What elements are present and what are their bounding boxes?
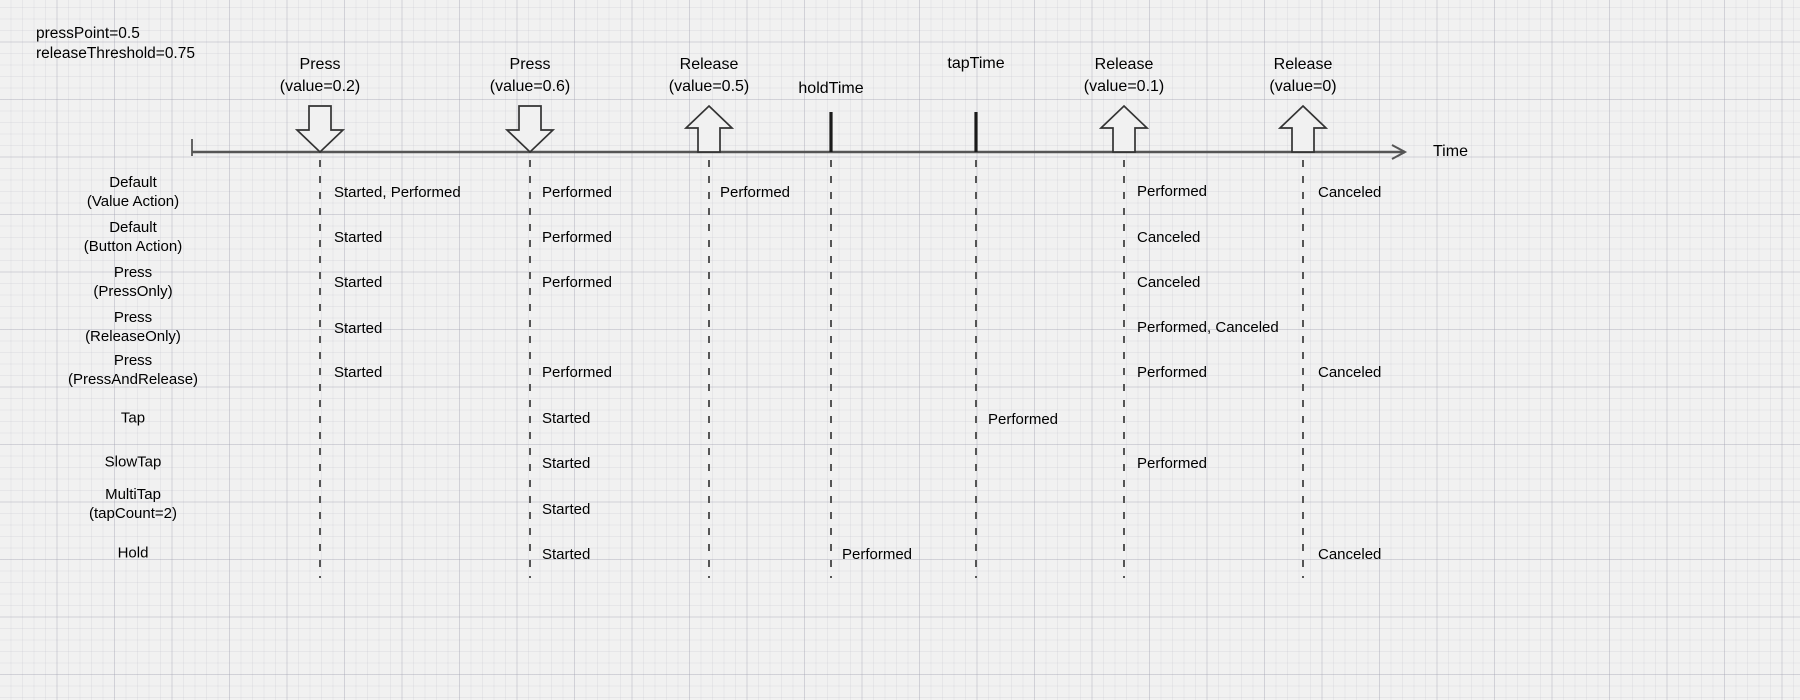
cell-press-pressandrelease-1: Performed xyxy=(542,364,613,381)
row-label-line: Press xyxy=(113,309,153,326)
event-label-press-2: Press (value=0.6) xyxy=(490,54,571,98)
row-label-press-pressonly: Press (PressOnly) xyxy=(93,263,172,301)
event-label-taptime: tapTime xyxy=(947,53,1004,75)
event-label-line2: (value=0) xyxy=(1269,78,1337,95)
row-label-line: Press xyxy=(113,264,153,281)
cell-default-button-action-0: Started xyxy=(334,229,383,246)
cell-hold-2: Canceled xyxy=(1318,546,1382,563)
dashed-guides-layer xyxy=(319,160,1304,578)
cell-tap-0: Started xyxy=(542,410,591,427)
cell-press-pressandrelease-2: Performed xyxy=(1137,364,1208,381)
event-label-release-2: Release (value=0.1) xyxy=(1084,54,1165,98)
row-label-line: (PressOnly) xyxy=(93,283,173,300)
event-marker-release-3 xyxy=(1277,104,1329,153)
row-label-line: Default xyxy=(109,219,157,236)
row-label-default-button-action: Default (Button Action) xyxy=(84,218,182,256)
time-axis-label: Time xyxy=(1433,143,1468,160)
cell-default-button-action-2: Canceled xyxy=(1137,229,1201,246)
time-axis-layer xyxy=(191,139,1408,160)
event-label-line1: tapTime xyxy=(947,55,1005,72)
row-label-press-pressandrelease: Press (PressAndRelease) xyxy=(68,351,198,389)
row-label-default-value-action: Default (Value Action) xyxy=(87,173,179,211)
cell-press-pressandrelease-3: Canceled xyxy=(1318,364,1382,381)
cell-default-button-action-1: Performed xyxy=(542,229,613,246)
row-label-slowtap: SlowTap xyxy=(105,453,162,472)
cell-default-value-action-2: Performed xyxy=(720,184,791,201)
event-label-release-3: Release (value=0) xyxy=(1269,54,1336,98)
cell-press-pressonly-2: Canceled xyxy=(1137,274,1201,291)
event-label-line1: Release xyxy=(1273,56,1333,73)
row-label-press-releaseonly: Press (ReleaseOnly) xyxy=(85,308,181,346)
row-label-line: (PressAndRelease) xyxy=(67,371,199,388)
cell-slowtap-0: Started xyxy=(542,455,591,472)
row-label-line: Hold xyxy=(117,544,149,562)
event-marker-release-2 xyxy=(1098,104,1150,153)
cell-default-value-action-1: Performed xyxy=(542,184,613,201)
event-label-press-1: Press (value=0.2) xyxy=(280,54,361,98)
event-label-holdtime: holdTime xyxy=(798,78,863,100)
row-label-line: (Button Action) xyxy=(83,238,183,255)
event-label-line1: Release xyxy=(1094,56,1154,73)
event-markers-layer xyxy=(294,104,1329,154)
press-point-param: pressPoint=0.5 xyxy=(36,25,140,42)
release-arrow-icon-release-1 xyxy=(683,104,735,153)
cell-press-releaseonly-0: Started xyxy=(334,320,383,337)
cell-default-value-action-3: Performed xyxy=(1137,183,1208,200)
event-label-line2: (value=0.2) xyxy=(279,78,361,95)
row-label-line: MultiTap xyxy=(105,486,161,503)
press-arrow-icon-press-1 xyxy=(294,105,346,154)
row-label-line: SlowTap xyxy=(104,453,162,471)
event-label-release-1: Release (value=0.5) xyxy=(669,54,750,98)
row-label-line: Press xyxy=(113,352,153,369)
cell-default-value-action-0: Started, Performed xyxy=(334,184,461,201)
release-threshold-param: releaseThreshold=0.75 xyxy=(36,45,195,62)
cell-tap-1: Performed xyxy=(988,411,1059,428)
cell-press-pressandrelease-0: Started xyxy=(334,364,383,381)
row-label-line: (tapCount=2) xyxy=(89,505,177,522)
cell-hold-1: Performed xyxy=(842,546,913,563)
parameters-note: pressPoint=0.5 releaseThreshold=0.75 xyxy=(36,24,195,64)
event-label-line1: holdTime xyxy=(798,80,864,97)
cell-slowtap-1: Performed xyxy=(1137,455,1208,472)
press-arrow-icon-press-2 xyxy=(504,105,556,154)
cell-press-releaseonly-1: Performed, Canceled xyxy=(1137,319,1279,336)
event-marker-release-1 xyxy=(683,104,735,153)
event-marker-press-2 xyxy=(504,105,556,154)
row-label-line: (Value Action) xyxy=(86,193,180,210)
cell-press-pressonly-0: Started xyxy=(334,274,383,291)
row-label-line: (ReleaseOnly) xyxy=(85,328,181,345)
cell-multitap-0: Started xyxy=(542,501,591,518)
row-label-line: Tap xyxy=(120,409,146,427)
cell-press-pressonly-1: Performed xyxy=(542,274,613,291)
row-label-tap: Tap xyxy=(121,409,145,428)
row-label-line: Default xyxy=(109,174,157,191)
row-label-multitap: MultiTap (tapCount=2) xyxy=(89,485,177,523)
time-axis-arrowhead xyxy=(1391,144,1408,160)
event-label-line2: (value=0.1) xyxy=(1083,78,1165,95)
event-label-line1: Press xyxy=(509,56,551,73)
release-arrow-icon-release-2 xyxy=(1098,104,1150,153)
event-marker-press-1 xyxy=(294,105,346,154)
event-label-line1: Press xyxy=(299,56,341,73)
row-label-hold: Hold xyxy=(118,544,149,563)
cell-hold-0: Started xyxy=(542,546,591,563)
event-label-line2: (value=0.5) xyxy=(668,78,750,95)
event-label-line2: (value=0.6) xyxy=(489,78,571,95)
release-arrow-icon-release-3 xyxy=(1277,104,1329,153)
cell-default-value-action-4: Canceled xyxy=(1318,184,1382,201)
event-label-line1: Release xyxy=(679,56,739,73)
